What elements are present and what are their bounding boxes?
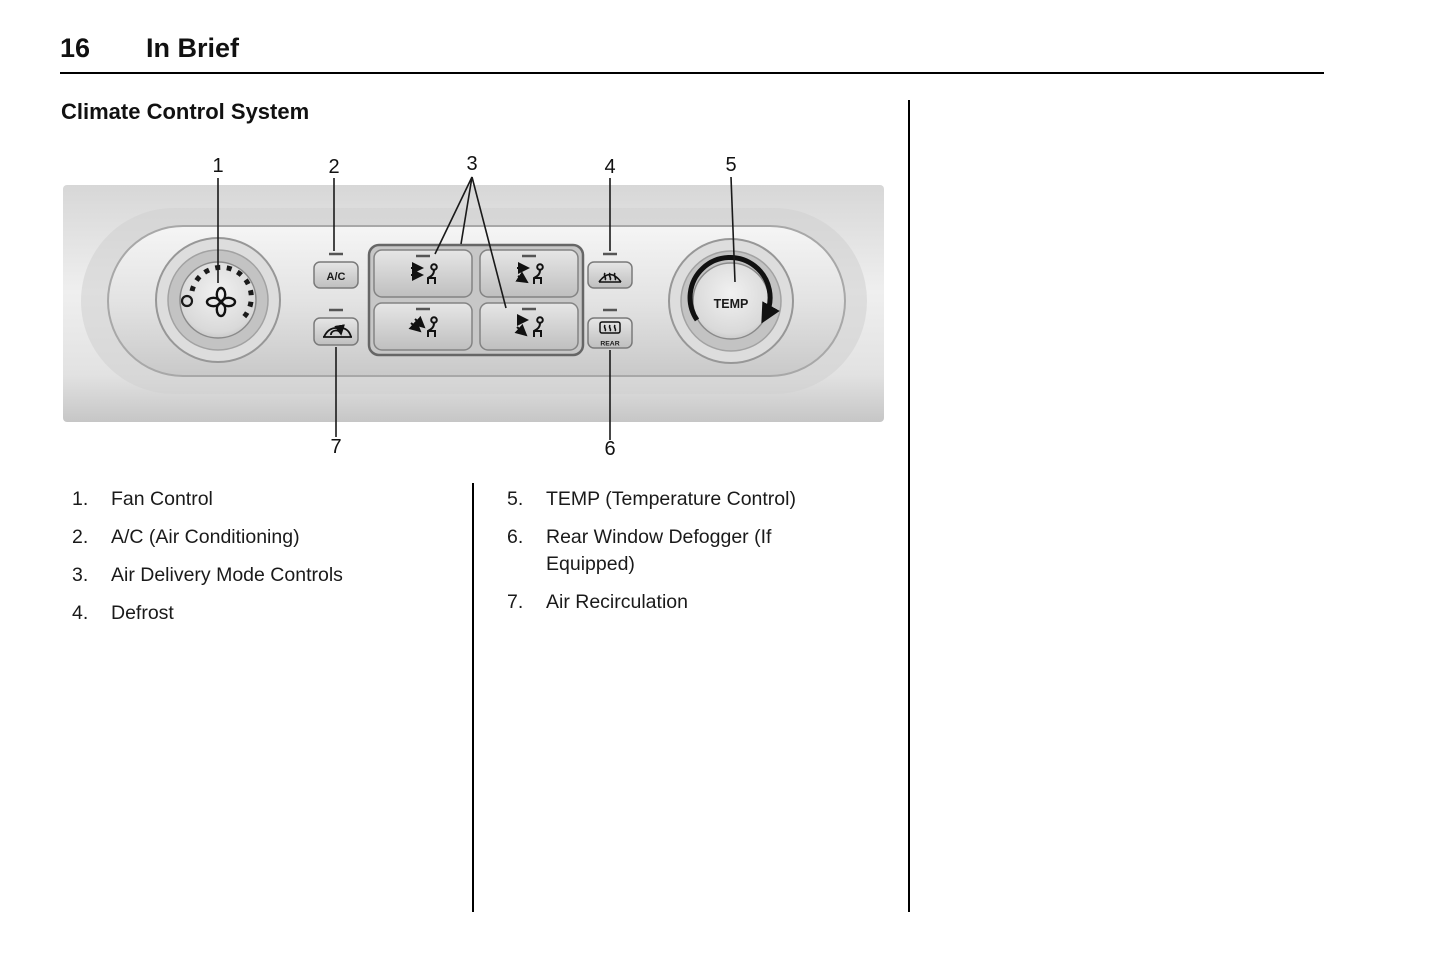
vent-floor-defrost-icon (514, 314, 544, 338)
callout-2: 2 (328, 156, 339, 178)
ac-button: A/C (313, 252, 359, 289)
section-title: Climate Control System (61, 99, 310, 124)
list-item: 4. Defrost (72, 600, 462, 627)
item-text: Fan Control (111, 488, 213, 510)
legend-right-column: 5. TEMP (Temperature Control) 6. Rear Wi… (507, 486, 847, 627)
defrost-button (587, 252, 633, 289)
list-item: 1. Fan Control (72, 486, 462, 513)
defrost-rear-icon (599, 321, 621, 334)
item-text: Defrost (111, 602, 174, 624)
temp-arc-icon (687, 255, 780, 324)
header-rule (60, 72, 1324, 74)
fan-control-knob (155, 237, 281, 363)
fan-speed-dashes-icon (189, 264, 254, 322)
callout-lines (217, 176, 736, 440)
item-number: 2. (72, 526, 89, 548)
item-text: A/C (Air Conditioning) (111, 526, 300, 548)
page-column-divider (908, 100, 910, 912)
legend-left-column: 1. Fan Control 2. A/C (Air Conditioning)… (72, 486, 462, 638)
item-number: 6. (507, 526, 524, 548)
rear-defogger-button: REAR (587, 308, 633, 349)
callout-1: 1 (212, 155, 223, 177)
item-text: Air Recirculation (546, 591, 688, 613)
air-recirculation-button (313, 308, 359, 346)
callout-3: 3 (466, 153, 477, 175)
vent-bilevel-icon (515, 262, 544, 285)
callout-7: 7 (330, 436, 341, 458)
item-number: 3. (72, 564, 89, 586)
climate-panel-illustration: A/C (63, 153, 884, 460)
list-item: 5. TEMP (Temperature Control) (507, 486, 847, 513)
vent-face-button (373, 249, 473, 298)
item-number: 4. (72, 602, 89, 624)
item-number: 7. (507, 591, 524, 613)
vent-floor-icon (408, 315, 438, 338)
vent-face-icon (411, 262, 438, 285)
climate-control-diagram: A/C (63, 150, 884, 460)
list-item: 3. Air Delivery Mode Controls (72, 562, 462, 589)
rear-button-label: REAR (600, 341, 619, 348)
list-item: 2. A/C (Air Conditioning) (72, 524, 462, 551)
temp-knob-label: TEMP (714, 297, 749, 311)
callout-4: 4 (604, 156, 615, 178)
item-text: Air Delivery Mode Controls (111, 564, 343, 586)
air-recirculation-icon (323, 324, 352, 338)
callout-5: 5 (725, 154, 736, 176)
temp-knob: TEMP (668, 238, 794, 364)
vent-floor-defrost-button (479, 302, 579, 351)
legend-column-divider (472, 483, 474, 912)
page-number: 16 (60, 33, 91, 63)
vent-bilevel-button (479, 249, 579, 298)
air-delivery-mode-cluster (367, 243, 585, 357)
item-number: 1. (72, 488, 89, 510)
chapter-title: In Brief (146, 33, 240, 63)
item-text: TEMP (Temperature Control) (546, 488, 796, 510)
list-item: 7. Air Recirculation (507, 589, 847, 616)
item-number: 5. (507, 488, 524, 510)
item-text: Rear Window Defogger (If Equipped) (546, 526, 772, 575)
list-item: 6. Rear Window Defogger (If Equipped) (507, 524, 847, 578)
callout-6: 6 (604, 438, 615, 460)
power-off-icon (180, 294, 194, 308)
defrost-front-icon (598, 272, 622, 283)
vent-floor-button (373, 302, 473, 351)
fan-icon (205, 286, 237, 318)
ac-button-label: A/C (327, 271, 346, 283)
